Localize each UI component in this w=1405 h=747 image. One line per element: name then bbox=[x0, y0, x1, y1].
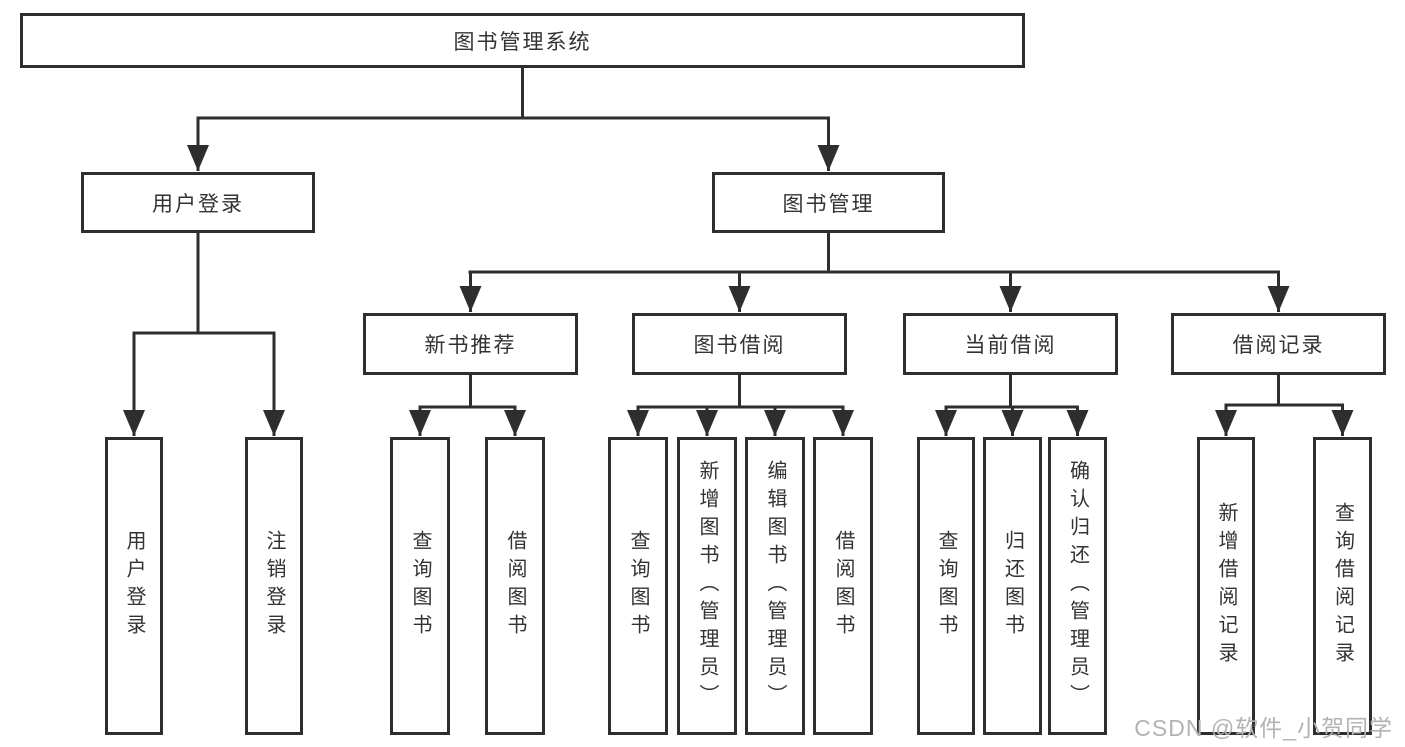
node-leaf-query-books-current: 查询图书 bbox=[917, 437, 975, 735]
node-library-management-system-label: 图书管理系统 bbox=[453, 30, 592, 54]
node-leaf-edit-books-admin: 编辑图书（管理员） bbox=[745, 437, 805, 735]
node-leaf-confirm-return-admin-label: 确认归还（管理员） bbox=[1066, 460, 1089, 712]
node-leaf-logout: 注销登录 bbox=[245, 437, 303, 735]
node-book-management-label: 图书管理 bbox=[782, 192, 875, 216]
node-leaf-borrow-books-recommend: 借阅图书 bbox=[485, 437, 545, 735]
connector-current-borrow-to-leaves bbox=[935, 375, 1089, 436]
node-user-login: 用户登录 bbox=[81, 172, 315, 233]
node-leaf-add-borrow-record-label: 新增借阅记录 bbox=[1215, 502, 1237, 670]
node-leaf-add-borrow-record: 新增借阅记录 bbox=[1197, 437, 1255, 735]
node-leaf-user-login-label: 用户登录 bbox=[123, 530, 145, 642]
node-leaf-borrow-books: 借阅图书 bbox=[813, 437, 873, 735]
node-library-management-system: 图书管理系统 bbox=[20, 13, 1025, 68]
node-leaf-query-books-current-label: 查询图书 bbox=[935, 530, 957, 642]
node-leaf-user-login: 用户登录 bbox=[105, 437, 163, 735]
node-leaf-edit-books-admin-label: 编辑图书（管理员） bbox=[764, 460, 786, 712]
node-book-borrow: 图书借阅 bbox=[632, 313, 847, 375]
connector-book-borrow-to-leaves bbox=[627, 375, 854, 436]
node-leaf-add-books-admin: 新增图书（管理员） bbox=[677, 437, 737, 735]
node-leaf-add-books-admin-label: 新增图书（管理员） bbox=[696, 460, 718, 712]
connector-root-to-level1 bbox=[187, 68, 840, 171]
node-leaf-logout-label: 注销登录 bbox=[263, 530, 285, 642]
node-borrow-records-label: 借阅记录 bbox=[1232, 334, 1325, 357]
node-leaf-query-books-recommend-label: 查询图书 bbox=[409, 530, 431, 642]
node-leaf-return-books-label: 归还图书 bbox=[1001, 530, 1024, 642]
node-book-borrow-label: 图书借阅 bbox=[693, 334, 786, 357]
node-current-borrow-label: 当前借阅 bbox=[964, 334, 1057, 357]
node-leaf-query-borrow-record: 查询借阅记录 bbox=[1313, 437, 1372, 735]
node-leaf-query-books-borrow: 查询图书 bbox=[608, 437, 668, 735]
node-current-borrow: 当前借阅 bbox=[903, 313, 1118, 375]
connector-new-book-to-leaves bbox=[409, 375, 526, 436]
node-leaf-return-books: 归还图书 bbox=[983, 437, 1042, 735]
node-book-management: 图书管理 bbox=[712, 172, 945, 233]
node-leaf-borrow-books-recommend-label: 借阅图书 bbox=[504, 530, 526, 642]
node-new-book-recommend: 新书推荐 bbox=[363, 313, 578, 375]
node-new-book-recommend-label: 新书推荐 bbox=[424, 334, 517, 357]
connector-user-login-to-leaves bbox=[123, 233, 285, 436]
connector-borrow-records-to-leaves bbox=[1215, 375, 1354, 436]
node-leaf-query-borrow-record-label: 查询借阅记录 bbox=[1331, 502, 1354, 670]
node-leaf-confirm-return-admin: 确认归还（管理员） bbox=[1048, 437, 1107, 735]
node-leaf-borrow-books-label: 借阅图书 bbox=[832, 530, 854, 642]
connector-book-management-to-level2 bbox=[459, 233, 1290, 312]
watermark: CSDN @软件_小贺同学 bbox=[1134, 715, 1393, 741]
node-leaf-query-books-recommend: 查询图书 bbox=[390, 437, 450, 735]
node-borrow-records: 借阅记录 bbox=[1171, 313, 1386, 375]
node-user-login-label: 用户登录 bbox=[152, 192, 244, 216]
node-leaf-query-books-borrow-label: 查询图书 bbox=[627, 530, 649, 642]
